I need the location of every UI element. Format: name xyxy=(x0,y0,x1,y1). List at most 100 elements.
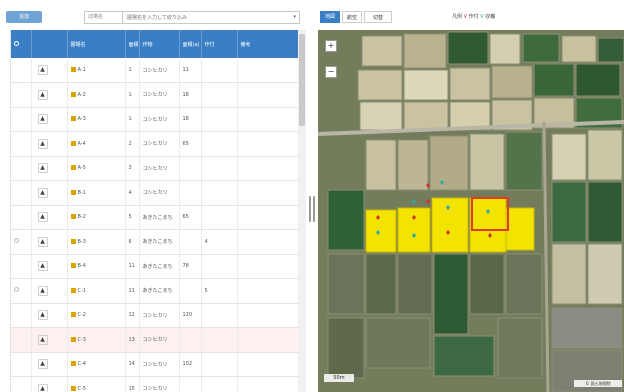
select-cell[interactable] xyxy=(11,107,32,132)
note-cell xyxy=(237,58,298,83)
area-cell: 65 xyxy=(179,131,202,157)
select-cell[interactable] xyxy=(11,156,32,181)
locate-cell[interactable]: ▲ xyxy=(31,376,68,392)
field-name: B-3 xyxy=(77,238,86,245)
crop-cell: コシヒカリ xyxy=(139,327,180,353)
locate-pin-icon[interactable]: ▲ xyxy=(37,65,48,75)
select-cell[interactable] xyxy=(11,376,32,392)
locate-pin-icon[interactable]: ▲ xyxy=(37,383,48,392)
chevron-down-icon[interactable]: ▾ xyxy=(293,14,296,20)
note-cell xyxy=(237,303,298,328)
locate-cell[interactable]: ▲ xyxy=(31,229,68,255)
select-cell[interactable] xyxy=(11,180,32,206)
col-select[interactable] xyxy=(11,30,32,58)
name-cell: C-5 xyxy=(67,376,126,392)
planting-cell xyxy=(201,82,238,108)
locate-cell[interactable]: ▲ xyxy=(31,303,68,328)
name-cell: A-1 xyxy=(67,58,126,83)
select-cell[interactable] xyxy=(11,352,32,377)
locate-pin-icon[interactable]: ▲ xyxy=(37,261,48,272)
locate-cell[interactable]: ▲ xyxy=(31,352,68,377)
pane-splitter[interactable] xyxy=(309,196,317,222)
note-cell xyxy=(237,107,298,132)
select-cell[interactable] xyxy=(11,303,32,328)
search-input[interactable] xyxy=(127,13,287,22)
locate-cell[interactable]: ▲ xyxy=(31,254,68,279)
add-button[interactable]: 追加 xyxy=(6,11,42,23)
locate-cell[interactable]: ▲ xyxy=(31,156,68,181)
satellite-map[interactable]: ♦♦ ♦♦ ♦♦ ♦♦ ♦♦ ♦♦ + − 50m © 国土地理院 xyxy=(318,30,624,392)
select-cell[interactable] xyxy=(11,205,32,230)
locate-cell[interactable]: ▲ xyxy=(31,278,68,304)
field-color-icon xyxy=(70,214,76,220)
field-name: C-3 xyxy=(77,336,86,343)
tab-map[interactable]: 地図 xyxy=(320,11,340,23)
crop-cell: コシヒカリ xyxy=(139,352,180,377)
select-radio[interactable] xyxy=(14,238,19,244)
field-color-icon xyxy=(70,336,76,342)
locate-cell[interactable]: ▲ xyxy=(31,107,68,132)
locate-pin-icon[interactable]: ▲ xyxy=(37,285,48,296)
select-cell[interactable] xyxy=(11,278,32,304)
locate-cell[interactable]: ▲ xyxy=(31,131,68,157)
locate-pin-icon[interactable]: ▲ xyxy=(37,138,48,149)
locate-pin-icon[interactable]: ▲ xyxy=(37,212,48,223)
locate-pin-icon[interactable]: ▲ xyxy=(37,236,48,247)
scrollbar-thumb[interactable] xyxy=(299,34,305,126)
locate-pin-icon[interactable]: ▲ xyxy=(37,359,48,370)
locate-cell[interactable]: ▲ xyxy=(31,58,68,83)
search-scope-select[interactable]: ほ場名 xyxy=(85,12,123,23)
table-scrollbar[interactable] xyxy=(298,30,306,392)
tab-aerial[interactable]: 航空 xyxy=(342,11,362,23)
zoom-in-button[interactable]: + xyxy=(325,40,337,52)
map-scale: 50m xyxy=(324,374,354,382)
area-cell: 102 xyxy=(179,352,202,377)
col-area[interactable]: 面積(a) xyxy=(179,30,202,58)
select-cell[interactable] xyxy=(11,131,32,157)
select-cell[interactable] xyxy=(11,82,32,108)
no-cell: 4 xyxy=(125,180,140,206)
locate-pin-icon[interactable]: ▲ xyxy=(37,334,48,345)
locate-cell[interactable]: ▲ xyxy=(31,327,68,353)
col-planting[interactable]: 作付 xyxy=(201,30,238,58)
svg-text:♦: ♦ xyxy=(411,198,417,206)
col-crop[interactable]: 作物 xyxy=(139,30,180,58)
select-cell[interactable] xyxy=(11,254,32,279)
col-name[interactable]: 圃場名 xyxy=(67,30,126,58)
name-cell: A-2 xyxy=(67,82,126,108)
svg-text:♦: ♦ xyxy=(425,182,431,190)
zoom-out-button[interactable]: − xyxy=(325,66,337,78)
tab-switch[interactable]: 切替 xyxy=(364,11,392,23)
svg-text:♦: ♦ xyxy=(445,229,451,237)
locate-pin-icon[interactable]: ▲ xyxy=(37,310,48,321)
field-name: A-1 xyxy=(77,67,86,73)
locate-pin-icon[interactable]: ▲ xyxy=(37,114,48,125)
col-no[interactable]: 面積 xyxy=(125,30,140,58)
select-cell[interactable] xyxy=(11,58,32,83)
locate-pin-icon[interactable]: ▲ xyxy=(37,89,48,100)
locate-cell[interactable]: ▲ xyxy=(31,180,68,206)
locate-cell[interactable]: ▲ xyxy=(31,82,68,108)
locate-pin-icon[interactable]: ▲ xyxy=(37,187,48,198)
select-cell[interactable] xyxy=(11,229,32,255)
select-radio[interactable] xyxy=(14,287,19,293)
search-box[interactable]: ほ場名 ▾ xyxy=(84,11,300,24)
select-cell[interactable] xyxy=(11,327,32,353)
locate-cell[interactable]: ▲ xyxy=(31,205,68,230)
col-note[interactable]: 備考 xyxy=(237,30,298,58)
locate-pin-icon[interactable]: ▲ xyxy=(37,163,48,174)
